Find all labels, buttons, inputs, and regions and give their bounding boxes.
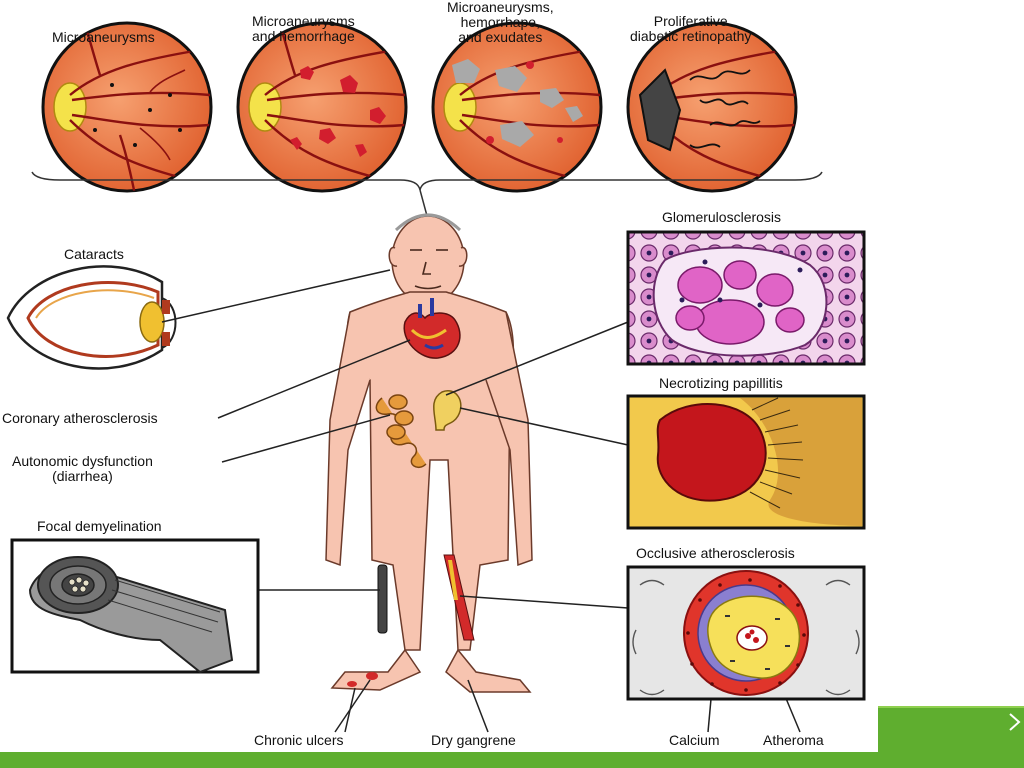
label-line: hemorrhape, [447, 15, 554, 30]
label-microaneurysms-hemorrhage: Microaneurysms and hemorrhage [252, 14, 355, 44]
label-necrotizing-papillitis: Necrotizing papillitis [659, 376, 783, 391]
label-chronic-ulcers: Chronic ulcers [254, 733, 343, 748]
label-autonomic-dysfunction: Autonomic dysfunction (diarrhea) [12, 454, 153, 484]
label-proliferative: Proliferative diabetic retinopathy [630, 14, 751, 44]
label-line: Autonomic dysfunction [12, 454, 153, 469]
accent-bar [0, 752, 1024, 768]
label-cataracts: Cataracts [64, 247, 124, 262]
retina-panel-exudates [433, 23, 601, 191]
label-line: Microaneurysms, [447, 0, 554, 15]
human-figure [326, 216, 532, 692]
retina-panel-proliferative [628, 23, 796, 191]
label-focal-demyelination: Focal demyelination [37, 519, 162, 534]
necrotizing-papillitis-panel [628, 396, 864, 528]
label-glomerulosclerosis: Glomerulosclerosis [662, 210, 781, 225]
label-coronary-atherosclerosis: Coronary atherosclerosis [2, 411, 158, 426]
label-line: diabetic retinopathy [630, 29, 751, 44]
chevron-right-icon [1008, 712, 1022, 732]
label-dry-gangrene: Dry gangrene [431, 733, 516, 748]
label-microaneurysms: Microaneurysms [52, 30, 155, 45]
label-line: and exudates [447, 30, 554, 45]
cataract-eye-illustration [8, 266, 176, 368]
label-line: Microaneurysms [252, 14, 355, 29]
occlusive-atherosclerosis-panel [628, 567, 864, 699]
label-atheroma: Atheroma [763, 733, 824, 748]
retina-panel-hemorrhage [238, 23, 406, 191]
label-calcium: Calcium [669, 733, 720, 748]
glomerulosclerosis-panel [628, 232, 864, 364]
label-occlusive-atherosclerosis: Occlusive atherosclerosis [636, 546, 795, 561]
label-line: and hemorrhage [252, 29, 355, 44]
label-line: (diarrhea) [12, 469, 153, 484]
label-microaneurysms-exudates: Microaneurysms, hemorrhape, and exudates [447, 0, 554, 45]
label-line: Proliferative [630, 14, 751, 29]
accent-tab [878, 708, 1024, 752]
focal-demyelination-panel [12, 540, 258, 672]
retina-panel-microaneurysms [43, 23, 211, 195]
